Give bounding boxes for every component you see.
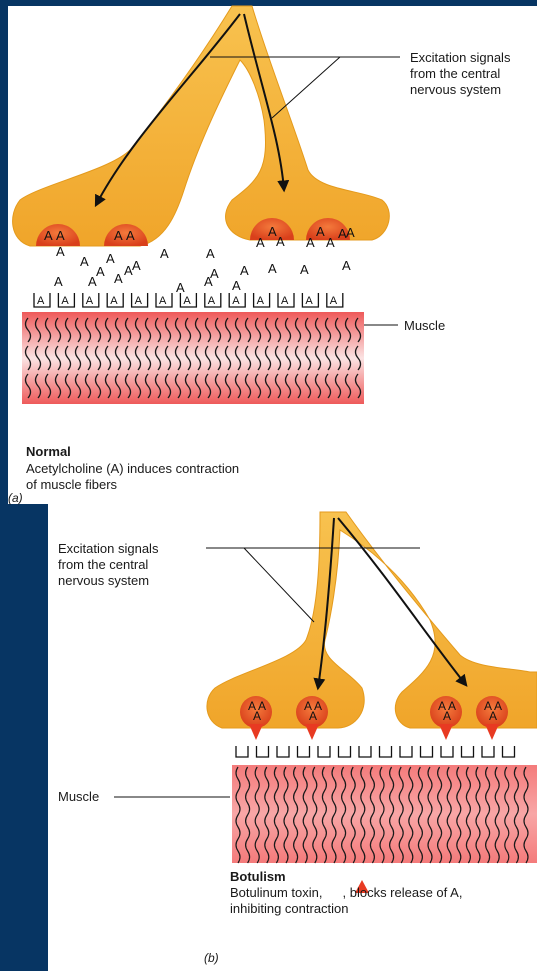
molecule-a: A: [96, 264, 105, 279]
toxin-b: [305, 724, 319, 740]
molecule-a: A: [106, 251, 115, 266]
bound-molecule-a: A: [135, 295, 143, 307]
receptor-b: [257, 746, 269, 757]
muscle-b: [232, 765, 537, 863]
leader-line-signals-a2: [272, 57, 340, 118]
receptor-b: [380, 746, 392, 757]
molecule-a: A: [54, 274, 63, 289]
toxin-b: [439, 724, 453, 740]
receptors-a: AAAAAAAAAAAAA: [34, 293, 343, 307]
molecule-a: A: [276, 234, 285, 249]
bound-molecule-a: A: [86, 295, 94, 307]
molecule-a: A: [268, 261, 277, 276]
signals-label-b: Excitation signals from the central nerv…: [58, 541, 158, 589]
molecule-a: A: [300, 262, 309, 277]
muscle-label-b: Muscle: [58, 789, 99, 805]
molecule-a: A: [342, 258, 351, 273]
molecule-a: A: [256, 235, 265, 250]
molecule-a: A: [114, 228, 123, 243]
toxin-b: [249, 724, 263, 740]
signals-label-a: Excitation signals from the central nerv…: [410, 50, 510, 98]
receptor-b: [236, 746, 248, 757]
trapped-molecule-b: A: [309, 709, 317, 723]
neuron-a: [13, 6, 390, 246]
molecule-a: A: [44, 228, 53, 243]
molecule-a: A: [316, 224, 325, 239]
bound-molecule-a: A: [257, 295, 265, 307]
molecule-a: A: [88, 274, 97, 289]
title-botulism: Botulism: [230, 869, 286, 885]
molecule-a: A: [132, 258, 141, 273]
receptor-b: [400, 746, 412, 757]
molecule-a: A: [346, 225, 355, 240]
molecule-a: A: [176, 280, 185, 295]
receptor-b: [462, 746, 474, 757]
panel-label-a: (a): [8, 490, 23, 506]
trapped-molecule-b: A: [253, 709, 261, 723]
leader-line-signals-b2: [244, 548, 314, 622]
receptor-b: [277, 746, 289, 757]
bound-molecule-a: A: [305, 295, 313, 307]
molecule-a: A: [204, 274, 213, 289]
receptor-b: [359, 746, 371, 757]
trapped-molecule-b: A: [443, 709, 451, 723]
trapped-molecule-b: A: [489, 709, 497, 723]
molecule-a: A: [206, 246, 215, 261]
bound-molecule-a: A: [183, 295, 191, 307]
receptor-b: [441, 746, 453, 757]
receptor-b: [298, 746, 310, 757]
bound-molecule-a: A: [61, 295, 69, 307]
muscle-a: [22, 312, 364, 404]
molecule-a: A: [80, 254, 89, 269]
bound-molecule-a: A: [110, 295, 118, 307]
molecule-a: A: [306, 235, 315, 250]
molecule-a: A: [56, 244, 65, 259]
muscle-label-a: Muscle: [404, 318, 445, 334]
toxin-b: [485, 724, 499, 740]
molecule-a: A: [240, 263, 249, 278]
molecule-a: A: [326, 235, 335, 250]
molecule-a: A: [56, 228, 65, 243]
receptor-b: [339, 746, 351, 757]
bound-molecule-a: A: [330, 295, 338, 307]
title-normal: Normal: [26, 444, 71, 460]
neuron-b: [207, 512, 537, 728]
caption-normal: Acetylcholine (A) induces contraction of…: [26, 461, 239, 493]
bound-molecule-a: A: [281, 295, 289, 307]
receptor-b: [421, 746, 433, 757]
receptor-b: [503, 746, 515, 757]
bound-molecule-a: A: [159, 295, 167, 307]
caption-botulism: Botulinum toxin,, blocks release of A, i…: [230, 885, 462, 917]
bound-molecule-a: A: [37, 295, 45, 307]
receptors-b: [236, 746, 515, 757]
panel-label-b: (b): [204, 950, 219, 966]
molecule-a: A: [232, 278, 241, 293]
bound-molecule-a: A: [232, 295, 240, 307]
bound-molecule-a: A: [208, 295, 216, 307]
receptor-b: [482, 746, 494, 757]
molecule-a: A: [126, 228, 135, 243]
molecule-a: A: [160, 246, 169, 261]
molecule-a: A: [114, 271, 123, 286]
receptor-b: [318, 746, 330, 757]
